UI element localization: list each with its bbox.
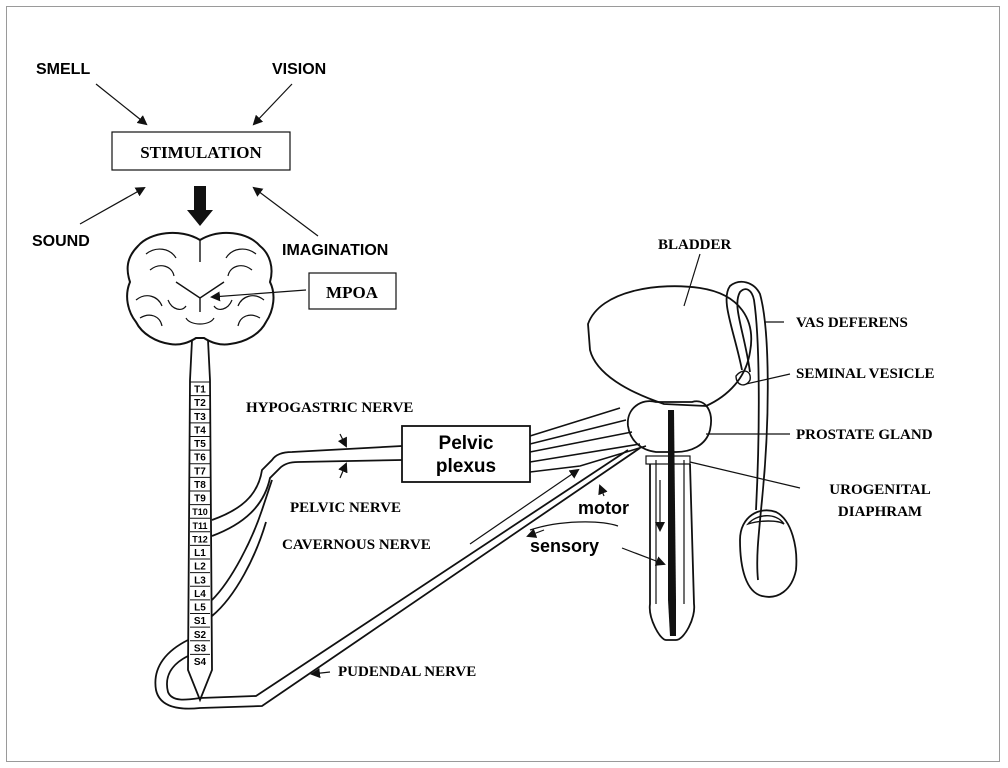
imagination-label: IMAGINATION [282, 242, 388, 259]
urethra [668, 410, 676, 636]
spinal-cord [187, 339, 213, 703]
sound-label: SOUND [32, 233, 90, 250]
plexus-branches [529, 407, 641, 463]
segment-label-s3: S3 [194, 643, 207, 654]
vas-deferens [725, 280, 769, 581]
corpora [655, 460, 685, 604]
segment-label-s2: S2 [194, 630, 207, 641]
brain-section [126, 231, 275, 346]
penis-shaft [648, 463, 696, 641]
segment-label-t9: T9 [194, 494, 206, 505]
segment-label-t6: T6 [194, 453, 206, 464]
segment-label-t4: T4 [194, 425, 206, 436]
epididymis [745, 515, 785, 526]
pudendal-arrow [310, 668, 331, 679]
sensory-path [529, 521, 619, 531]
bladder [587, 285, 752, 407]
segment-label-t12: T12 [192, 534, 208, 544]
mpoa-label: MPOA [326, 283, 379, 302]
pelvic-nerve-path-inner [211, 521, 267, 617]
cavernous-arrow [469, 468, 580, 545]
segment-label-t8: T8 [194, 480, 206, 491]
urogenital-label-2: DIAPHRAM [838, 504, 922, 520]
segment-label-l3: L3 [194, 575, 206, 586]
motor-label: motor [578, 498, 629, 518]
sound-arrow [79, 187, 146, 225]
motor-arrow [598, 484, 608, 497]
plexus-line1: Pelvic [439, 433, 494, 454]
plexus-line2: plexus [436, 456, 496, 477]
segment-label-s4: S4 [194, 657, 207, 668]
seminal-pointer [745, 373, 791, 385]
pelvic-nerve-path [211, 479, 273, 601]
sensory-label: sensory [530, 536, 599, 556]
mpoa-arrow [210, 289, 307, 302]
prostate-gland-label: PROSTATE GLAND [796, 427, 933, 443]
segment-label-l2: L2 [194, 562, 206, 573]
cavernous-label: CAVERNOUS NERVE [282, 537, 431, 553]
mpoa-box [308, 272, 397, 310]
segment-label-t7: T7 [194, 466, 206, 477]
segment-label-l5: L5 [194, 603, 206, 614]
stimulation-box [111, 131, 291, 171]
segment-label-l4: L4 [194, 589, 206, 600]
prostate [627, 400, 712, 453]
hypogastric-nerve-path [211, 445, 403, 521]
segment-label-t5: T5 [194, 439, 206, 450]
hypogastric-arrow [337, 433, 347, 448]
pudendal-label: PUDENDAL NERVE [338, 664, 476, 680]
vas-deferens-inner [736, 288, 760, 511]
segment-label-l1: L1 [194, 548, 206, 559]
pelvic-arrow [338, 462, 348, 479]
testis [739, 509, 798, 598]
pelvic-plexus-box [401, 425, 531, 483]
down-arrow-icon [187, 186, 213, 226]
urogenital-label-1: UROGENITAL [829, 482, 930, 498]
stimulation-label: STIMULATION [140, 143, 262, 162]
figure-frame [6, 6, 1000, 762]
smell-arrow [95, 83, 148, 126]
spinal-segments: T1T2T3T4T5T6T7T8T9T10T11T12L1L2L3L4L5S1S… [190, 381, 210, 668]
bladder-label: BLADDER [658, 237, 732, 253]
segment-label-s1: S1 [194, 616, 207, 627]
segment-label-t10: T10 [192, 507, 208, 517]
cavernous-nerve-path [529, 445, 647, 473]
bladder-pointer [683, 253, 701, 307]
segment-label-t1: T1 [194, 385, 206, 396]
seminal-vesicle-label: SEMINAL VESICLE [796, 366, 935, 382]
pudendal-nerve-path-inner [166, 449, 629, 701]
vision-arrow [252, 83, 293, 126]
sensory-arrow [621, 547, 666, 566]
hypogastric-nerve-path-inner [211, 459, 403, 537]
hypogastric-label: HYPOGASTRIC NERVE [246, 400, 413, 416]
pudendal-nerve-path [154, 447, 641, 710]
smell-label: SMELL [36, 61, 90, 78]
seminal-vesicle [735, 370, 751, 386]
urogenital-pointer [689, 461, 801, 489]
vas-deferens-label: VAS DEFERENS [796, 315, 908, 331]
vision-label: VISION [272, 61, 326, 78]
sensory-return-arrow [526, 528, 545, 538]
segment-label-t11: T11 [192, 521, 207, 531]
imagination-arrow [252, 186, 319, 237]
segment-label-t2: T2 [194, 398, 206, 409]
pelvic-label: PELVIC NERVE [290, 500, 401, 516]
segment-label-t3: T3 [194, 412, 206, 423]
